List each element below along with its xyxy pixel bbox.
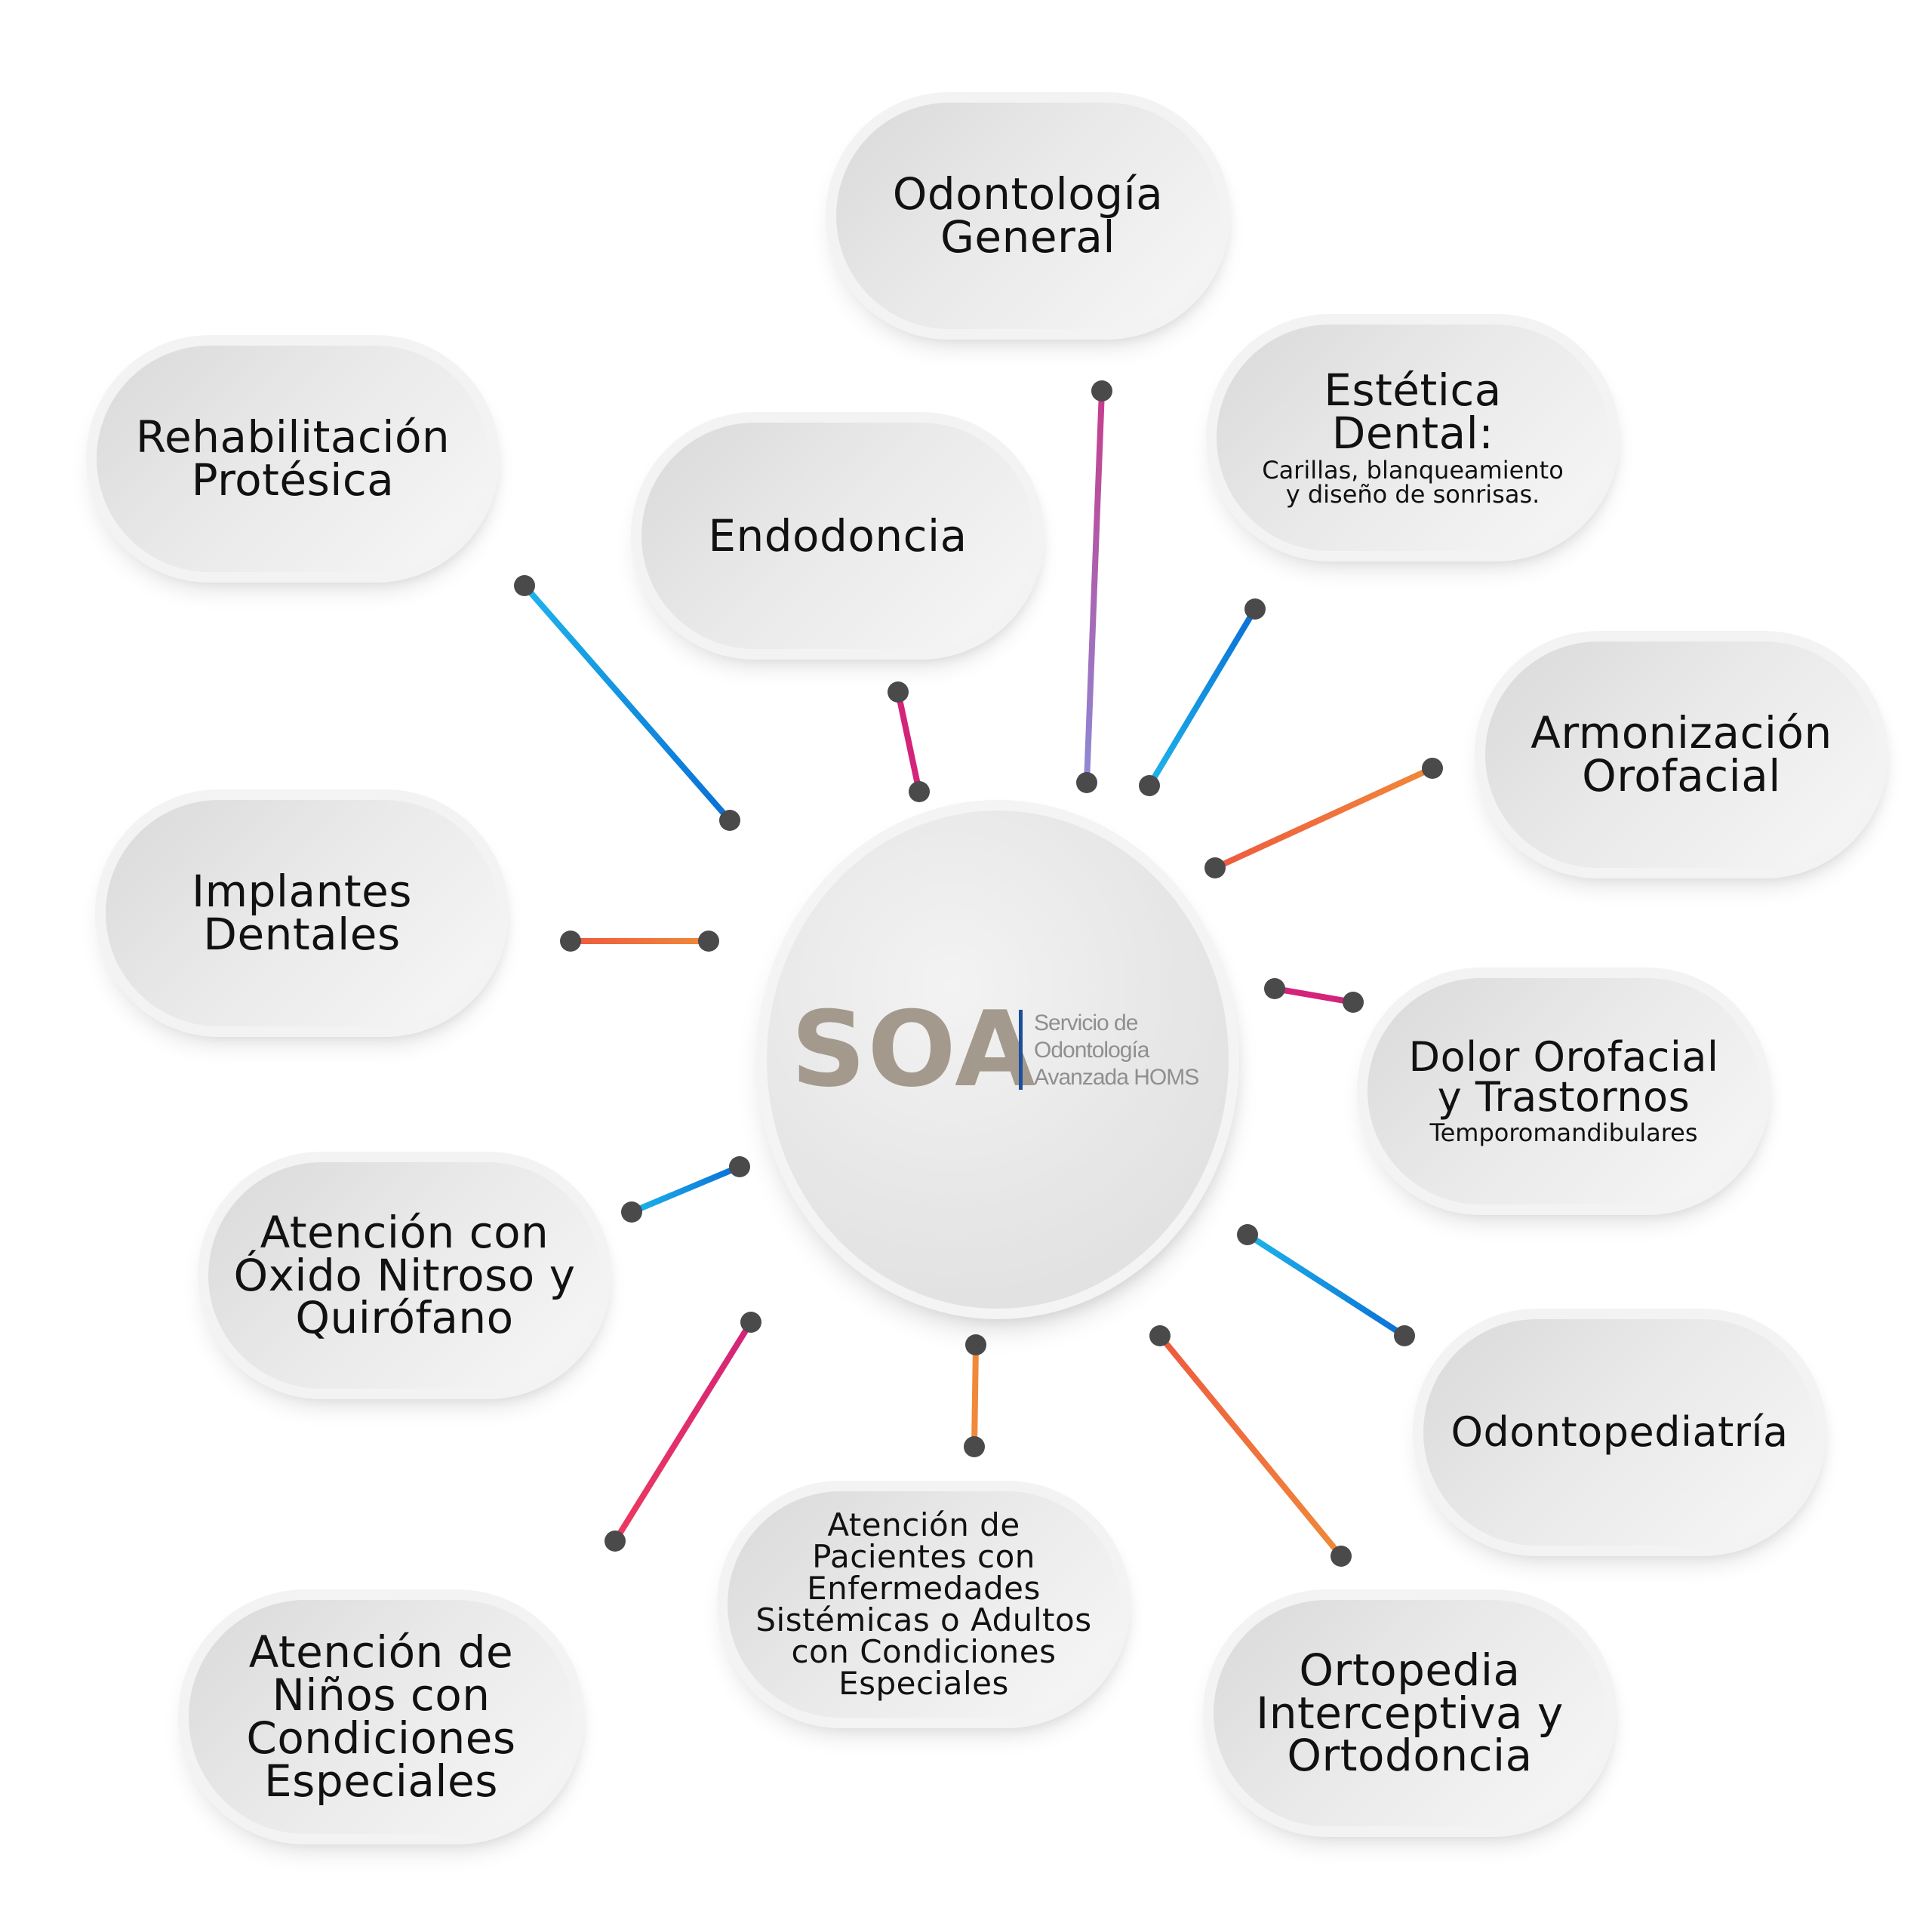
node-estetica-dental: Estética Dental: Carillas, blanqueamient… — [1217, 325, 1609, 551]
node-title: Atención con Óxido Nitroso y Quirófano — [233, 1206, 576, 1344]
node-oxido-nitroso: Atención con Óxido Nitroso y Quirófano — [208, 1162, 601, 1389]
connector-odontopediatria — [1237, 1224, 1415, 1346]
connector-dot — [1422, 758, 1443, 779]
connector-armonizacion-orofacial — [1204, 758, 1443, 878]
node-title: Implantes Dentales — [192, 866, 412, 960]
logo-divider — [1019, 1010, 1023, 1090]
connector-dot — [1394, 1325, 1415, 1346]
soa-logo: SOA Servicio de Odontología Avanzada HOM… — [791, 998, 1214, 1102]
logo-wordmark: SOA — [791, 989, 1037, 1110]
connector-dot — [1204, 857, 1226, 878]
connector-dot — [740, 1312, 761, 1333]
node-title: Odontología General — [892, 168, 1164, 263]
node-enfermedades-sistemicas: Atención de Pacientes con Enfermedades S… — [728, 1491, 1120, 1718]
connector-dot — [888, 681, 909, 703]
connector-dot — [1076, 772, 1097, 793]
connector-dot — [1264, 978, 1285, 999]
connector-dot — [729, 1156, 750, 1177]
connector-dot — [1244, 598, 1266, 620]
node-odontopediatria: Odontopediatría — [1423, 1319, 1816, 1546]
node-title: Endodoncia — [708, 509, 968, 561]
node-title: Dolor Orofacial y Trastornos — [1408, 1033, 1719, 1121]
connector-enfermedades-sistemicas — [964, 1334, 986, 1457]
node-rehabilitacion-protesica: Rehabilitación Protésica — [97, 346, 489, 572]
center-hub — [767, 811, 1229, 1309]
node-title: Armonización Orofacial — [1531, 707, 1832, 801]
connector-dot — [1139, 775, 1160, 796]
connector-implantes-dentales — [560, 931, 719, 952]
connector-dot — [965, 1334, 986, 1355]
connector-ninos-condiciones — [605, 1312, 761, 1552]
node-title: Rehabilitación Protésica — [135, 411, 451, 506]
connector-dot — [1149, 1325, 1171, 1346]
connector-dot — [1091, 380, 1112, 401]
node-implantes-dentales: Implantes Dentales — [106, 800, 498, 1026]
connector-rehabilitacion-protesica — [514, 575, 740, 831]
connector-endodoncia — [888, 681, 930, 802]
connector-dot — [514, 575, 535, 596]
node-endodoncia: Endodoncia — [641, 423, 1034, 649]
node-subtitle: Temporomandibulares — [1429, 1118, 1698, 1147]
connector-dot — [560, 931, 581, 952]
node-title: Atención de Pacientes con Enfermedades S… — [755, 1506, 1092, 1702]
connector-dolor-orofacial — [1264, 978, 1364, 1013]
connector-dot — [621, 1201, 642, 1223]
connector-dot — [605, 1531, 626, 1552]
node-title: Estética Dental: — [1324, 365, 1502, 459]
logo-subtitle: Servicio de Odontología Avanzada HOMS — [1034, 1011, 1199, 1090]
connector-dot — [719, 810, 740, 831]
connector-dot — [1343, 992, 1364, 1013]
connector-dot — [1331, 1546, 1352, 1567]
node-title: Ortopedia Interceptiva y Ortodoncia — [1256, 1644, 1564, 1782]
connector-dot — [698, 931, 719, 952]
node-title: Atención de Niños con Condiciones Especi… — [246, 1626, 516, 1807]
node-subtitle: Carillas, blanqueamiento y diseño de son… — [1262, 455, 1564, 509]
connector-dot — [1237, 1224, 1258, 1245]
node-title: Odontopediatría — [1451, 1407, 1789, 1456]
node-odontologia-general: Odontología General — [836, 103, 1220, 329]
connector-estetica-dental — [1139, 598, 1266, 796]
node-armonizacion-orofacial: Armonización Orofacial — [1485, 641, 1878, 868]
connector-dot — [909, 781, 930, 802]
node-dolor-orofacial: Dolor Orofacial y Trastornos Temporomand… — [1367, 978, 1760, 1204]
node-ninos-condiciones: Atención de Niños con Condiciones Especi… — [189, 1600, 574, 1834]
connector-oxido-nitroso — [621, 1156, 750, 1223]
connector-odontologia-general — [1076, 380, 1112, 793]
connector-ortopedia — [1149, 1325, 1352, 1567]
connector-dot — [964, 1436, 985, 1457]
node-ortopedia: Ortopedia Interceptiva y Ortodoncia — [1214, 1600, 1606, 1826]
